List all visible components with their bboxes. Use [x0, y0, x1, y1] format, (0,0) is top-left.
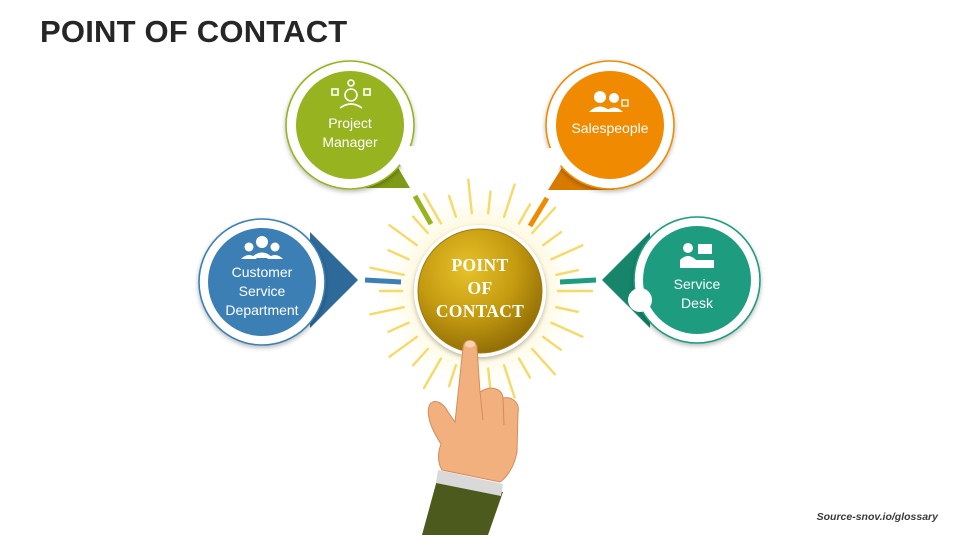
light-ray [447, 194, 458, 219]
node-label-line: Service [674, 276, 721, 292]
node-label-line: Manager [322, 134, 378, 150]
light-ray [550, 244, 584, 261]
light-ray [387, 321, 410, 333]
fingernail [465, 340, 475, 348]
sleeve [422, 480, 503, 535]
center-label-line: OF [468, 278, 493, 298]
center-label-line: CONTACT [436, 301, 524, 321]
customer-service-icon [241, 236, 283, 259]
source-note: Source-snov.io/glossary [816, 511, 938, 523]
light-ray [467, 178, 473, 215]
light-ray [531, 347, 557, 376]
light-ray [387, 249, 410, 261]
node-project-manager: Project Manager [285, 60, 422, 190]
node-customer-service: Customer Service Department [198, 218, 358, 346]
light-ray [487, 190, 492, 215]
page-title: POINT OF CONTACT [40, 14, 348, 49]
light-ray [487, 367, 492, 392]
center-label-line: POINT [452, 255, 509, 275]
project-manager-icon [331, 79, 371, 109]
connector-salespeople [527, 196, 550, 228]
light-ray [517, 357, 532, 379]
pointing-hand [422, 340, 519, 535]
node-salespeople: Salespeople [538, 60, 675, 190]
light-ray [531, 206, 557, 235]
light-ray [369, 306, 405, 316]
light-ray [411, 347, 429, 367]
node-service-desk: Service Desk [602, 216, 761, 344]
light-ray [388, 223, 419, 247]
node-label-line: Desk [681, 295, 714, 311]
center-node: POINT OF CONTACT [414, 225, 546, 357]
service-desk-icon [680, 243, 714, 268]
light-ray [411, 215, 429, 235]
node-label-line: Service [239, 283, 286, 299]
hand-shape [427, 340, 519, 483]
node-label-line: Project [328, 115, 372, 131]
cuff [436, 470, 503, 496]
light-ray [502, 183, 516, 219]
node-label-line: Salespeople [571, 120, 648, 136]
light-ray [541, 230, 563, 247]
light-ray [447, 364, 458, 388]
light-ray [555, 269, 579, 276]
light-ray [541, 335, 563, 351]
connector-project-manager [412, 194, 434, 226]
light-ray [369, 266, 405, 276]
connector-customer-service [364, 277, 402, 285]
node-label-line: Customer [232, 264, 293, 280]
light-ray [517, 203, 532, 225]
light-ray [422, 192, 443, 225]
connector-service-desk [559, 277, 597, 285]
light-ray [502, 364, 516, 399]
salespeople-icon [589, 91, 629, 112]
node-label-line: Department [225, 302, 298, 318]
light-ray [388, 335, 419, 358]
light-ray [555, 306, 579, 313]
light-ray [550, 321, 584, 338]
light-ray [422, 357, 443, 390]
